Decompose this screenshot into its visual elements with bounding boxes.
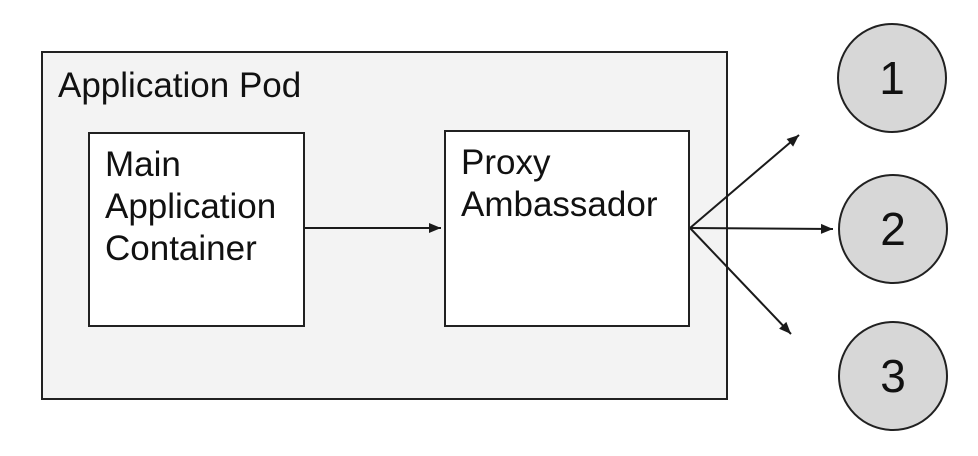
endpoint-2-label: 2 — [880, 203, 906, 255]
node-main-label: Main Application Container — [105, 145, 277, 268]
endpoint-circle-2: 2 — [838, 174, 948, 284]
application-pod-box: Application Pod Main Application Contain… — [41, 51, 728, 400]
application-pod-label: Application Pod — [58, 66, 302, 105]
endpoint-1-label: 1 — [879, 52, 905, 104]
endpoint-circle-1: 1 — [837, 23, 947, 133]
node-proxy-label: Proxy Ambassador — [461, 143, 658, 224]
node-main-application-container: Main Application Container — [88, 132, 305, 327]
endpoint-circle-3: 3 — [838, 321, 948, 431]
endpoint-3-label: 3 — [880, 350, 906, 402]
node-proxy-ambassador: Proxy Ambassador — [444, 130, 690, 327]
